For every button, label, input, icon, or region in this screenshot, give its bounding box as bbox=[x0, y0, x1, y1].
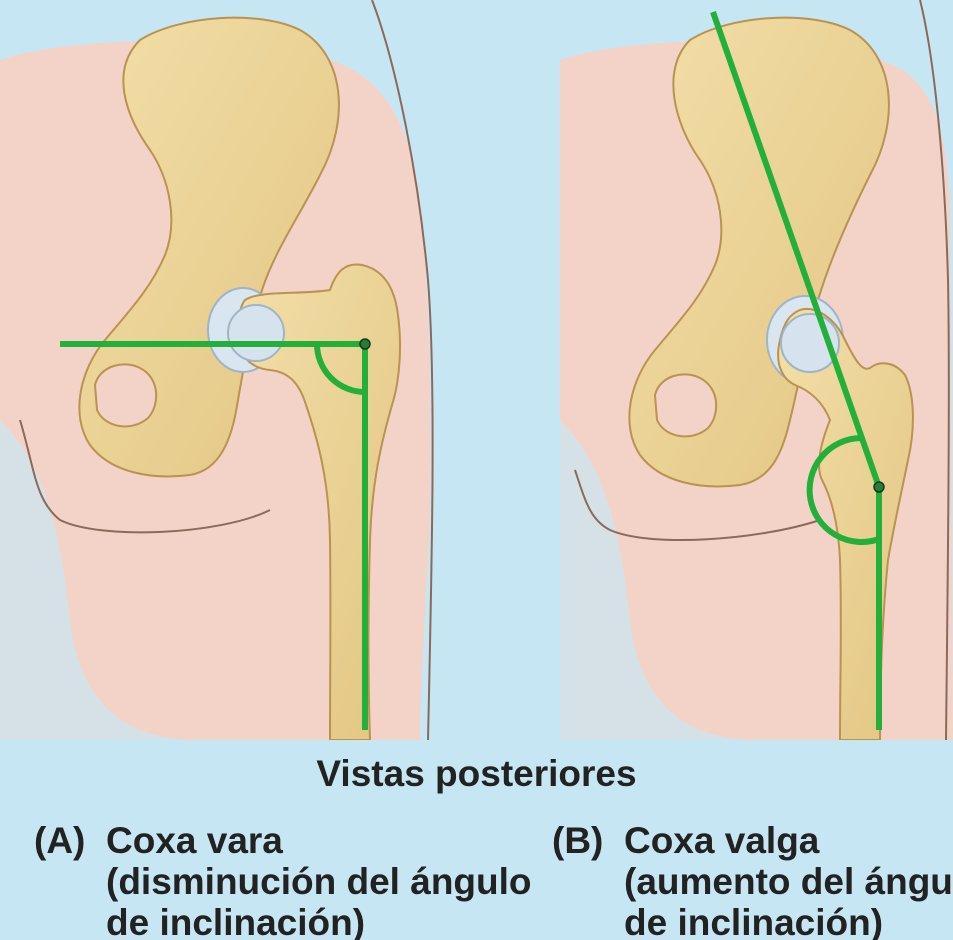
panel-a-obturator-foramen bbox=[95, 364, 156, 426]
views-caption: Vistas posteriores bbox=[0, 753, 953, 794]
illustration-canvas bbox=[0, 0, 953, 740]
panel-b-letter: (B) bbox=[552, 820, 624, 861]
panel-b-title-row: (B)Coxa valga bbox=[552, 820, 953, 861]
panel-a-line3: de inclinación) bbox=[34, 902, 532, 940]
panel-b-vertex-dot bbox=[874, 482, 884, 492]
panel-a-title: Coxa vara bbox=[106, 820, 283, 861]
panel-b-line2: (aumento del ángulo bbox=[552, 861, 953, 902]
panel-a-femoral-head bbox=[228, 305, 284, 361]
panel-a-line2: (disminución del ángulo bbox=[34, 861, 532, 902]
panel-a-vertex-dot bbox=[360, 339, 370, 349]
panel-b-coxa-valga bbox=[560, 0, 953, 740]
panel-a-caption: (A)Coxa vara (disminución del ángulo de … bbox=[34, 820, 532, 940]
panel-a-letter: (A) bbox=[34, 820, 106, 861]
panel-b-line3: de inclinación) bbox=[552, 902, 953, 940]
panel-a-title-row: (A)Coxa vara bbox=[34, 820, 532, 861]
panel-b-obturator-foramen bbox=[655, 374, 716, 436]
panel-b-title: Coxa valga bbox=[624, 820, 819, 861]
panel-b-caption: (B)Coxa valga (aumento del ángulo de inc… bbox=[552, 820, 953, 940]
panel-a-coxa-vara bbox=[0, 0, 433, 740]
